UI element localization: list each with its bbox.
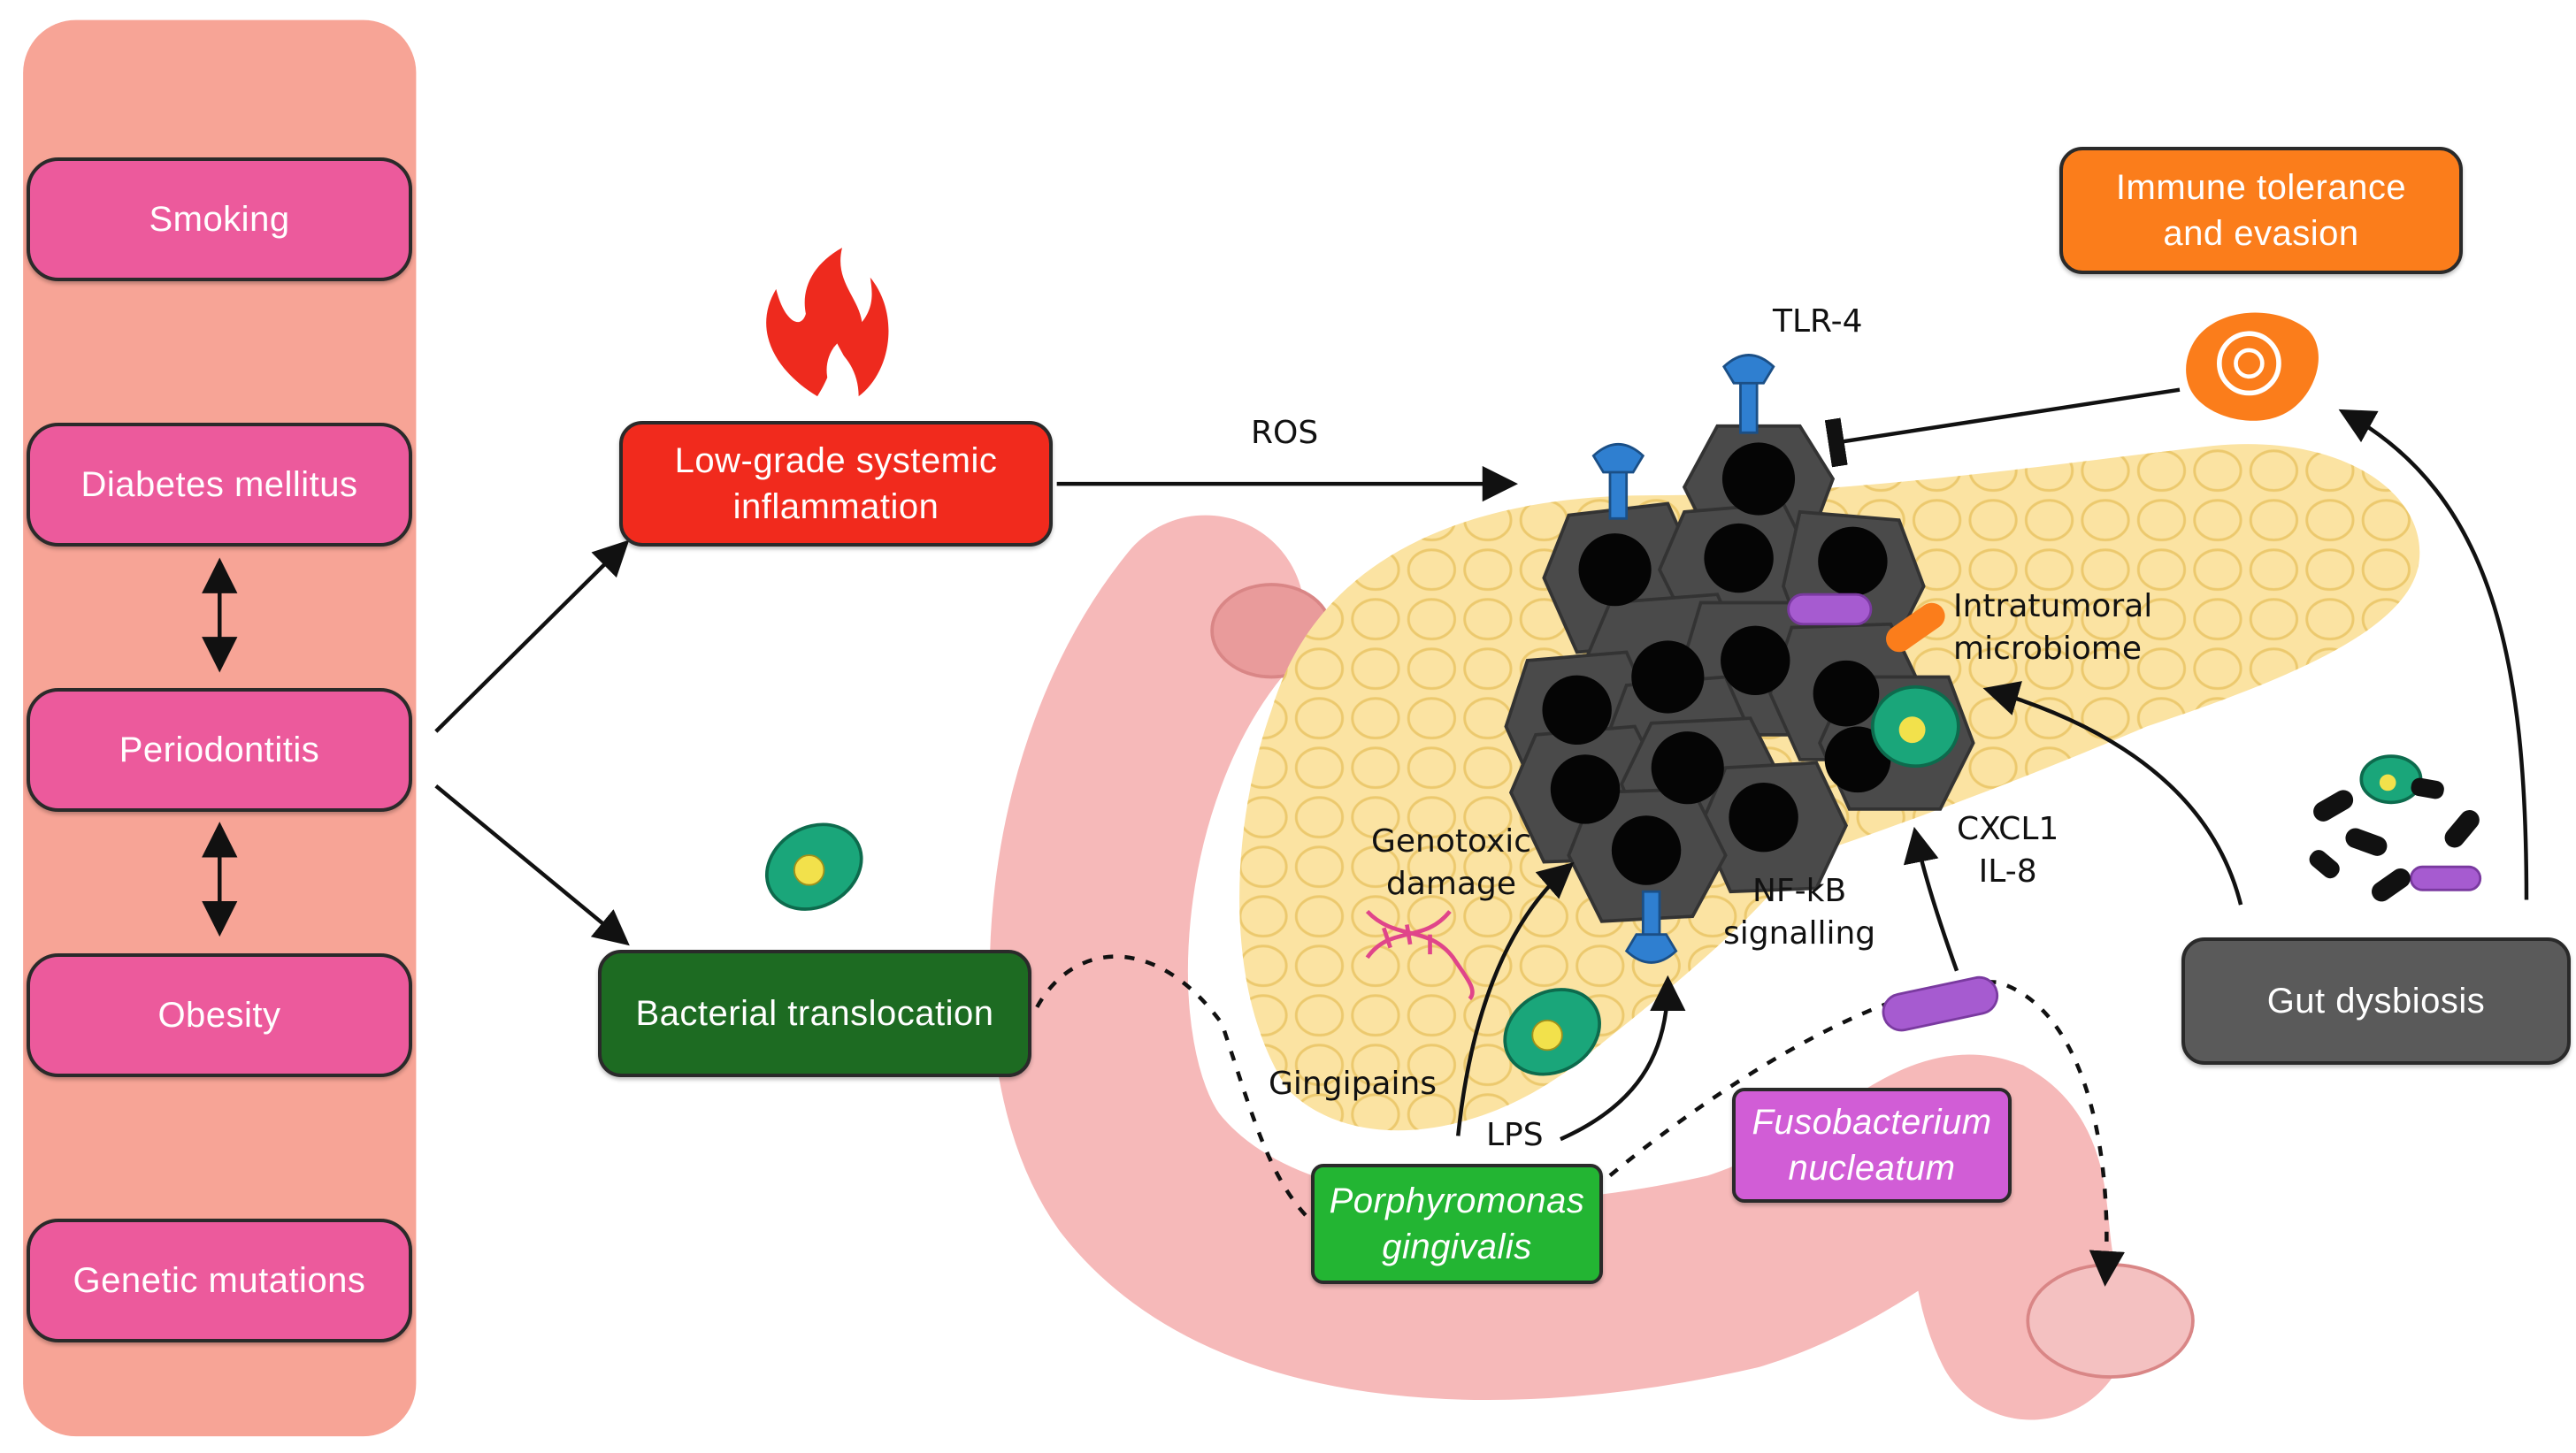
inflammation-line-2: inflammation — [732, 487, 939, 526]
inflammation-line-1: Low-grade systemic — [674, 441, 998, 480]
tumor-cell-icon — [1721, 442, 1796, 516]
lps-label: LPS — [1486, 1117, 1544, 1153]
bacterial-translocation-box: Bacterial translocation — [598, 950, 1031, 1077]
porphyromonas-line-1: Porphyromonas — [1329, 1182, 1585, 1220]
gingipains-label: Gingipains — [1269, 1066, 1438, 1102]
gut-dysbiosis-box: Gut dysbiosis — [2181, 937, 2571, 1065]
fusobacterium-box: Fusobacterium nucleatum — [1732, 1088, 2012, 1203]
genotoxic-label: Genotoxic damage — [1371, 823, 1532, 902]
intratumoral-bacteria-icon — [1787, 593, 1960, 769]
immune-tolerance-box: Immune tolerance and evasion — [2059, 147, 2463, 274]
porphyromonas-line-2: gingivalis — [1382, 1227, 1532, 1266]
risk-obesity: Obesity — [27, 953, 412, 1077]
inflammation-box: Low-grade systemic inflammation — [619, 421, 1053, 547]
risk-smoking: Smoking — [27, 157, 412, 281]
immune-line-1: Immune tolerance — [2115, 168, 2407, 207]
tumor-cluster — [1504, 424, 1975, 923]
risk-genetic-mutations: Genetic mutations — [27, 1219, 412, 1342]
pathway-arrows — [202, 387, 2529, 1287]
risk-periodontitis: Periodontitis — [27, 688, 412, 812]
dna-icon — [1365, 909, 1475, 1001]
fusobacterium-line-2: nucleatum — [1788, 1149, 1956, 1188]
immune-cell-icon — [2186, 312, 2319, 421]
cxcl-label: CXCL1 IL-8 — [1957, 811, 2059, 890]
gut-microbes-icon — [2309, 777, 2480, 902]
bacterium-icon — [764, 754, 2423, 1076]
tlr4-receptor-icon — [1591, 354, 1775, 964]
fusobacterium-icon — [1882, 865, 2482, 1032]
nfkb-label: NF-kB signalling — [1723, 873, 1876, 952]
ros-label: ROS — [1251, 415, 1319, 451]
tlr4-label: TLR-4 — [1773, 303, 1863, 340]
fusobacterium-line-1: Fusobacterium — [1752, 1103, 1992, 1142]
risk-diabetes: Diabetes mellitus — [27, 423, 412, 547]
immune-line-2: and evasion — [2163, 214, 2359, 253]
porphyromonas-box: Porphyromonas gingivalis — [1311, 1164, 1603, 1284]
flame-icon — [766, 248, 889, 397]
intratumoral-label: Intratumoral microbiome — [1953, 588, 2153, 667]
